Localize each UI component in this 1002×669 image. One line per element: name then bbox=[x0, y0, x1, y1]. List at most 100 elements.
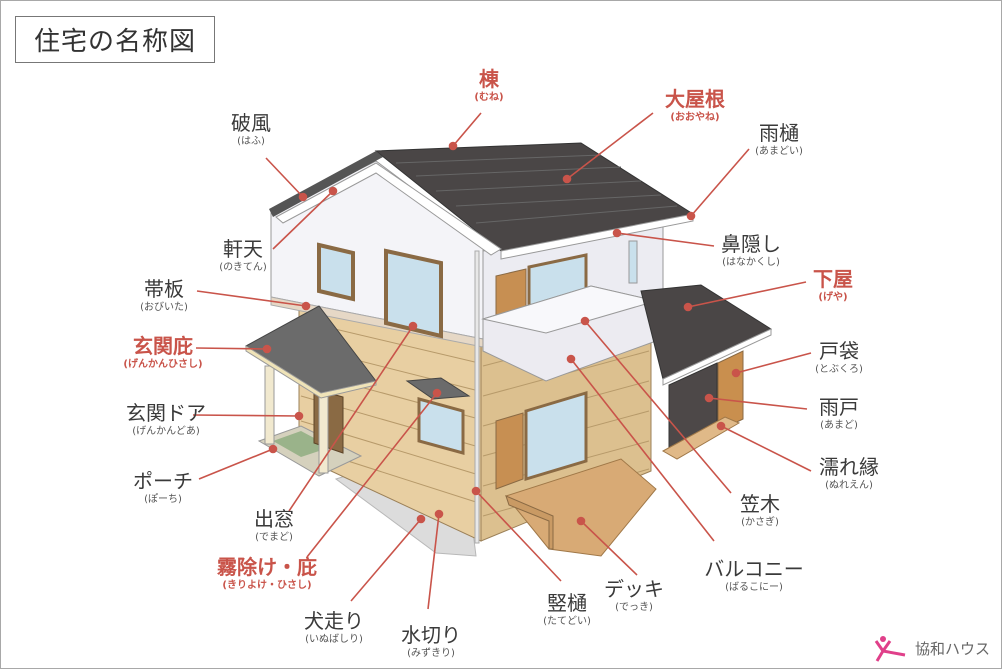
nokiten bbox=[275, 162, 502, 256]
label-name: 帯板 bbox=[144, 277, 184, 301]
leader-line-tatedoi bbox=[475, 490, 562, 582]
leader-line-genkandoor bbox=[192, 414, 300, 417]
label-reading: (あまどい) bbox=[755, 146, 803, 157]
leader-line-hanakakushi bbox=[616, 232, 715, 247]
logo: 協和ハウス bbox=[873, 633, 990, 663]
leader-dot-hanakakushi bbox=[612, 228, 622, 238]
label-nokiten: 軒天(のきてん) bbox=[219, 237, 267, 274]
leader-line-amadoi bbox=[690, 148, 750, 217]
leader-dot-amadoi bbox=[686, 211, 696, 221]
label-name: 雨樋 bbox=[759, 121, 799, 145]
label-name: 雨戸 bbox=[819, 395, 859, 419]
label-name: 笠木 bbox=[740, 492, 780, 516]
label-kasagi: 笠木(かさぎ) bbox=[740, 492, 780, 529]
label-name: 水切り bbox=[401, 623, 461, 647]
leader-line-deck bbox=[580, 520, 638, 576]
label-deck: デッキ(でっき) bbox=[604, 577, 664, 614]
label-reading: (いぬばしり) bbox=[305, 634, 363, 645]
leader-dot-porch bbox=[268, 444, 278, 454]
leader-dot-deck bbox=[576, 516, 586, 526]
leader-dot-kasagi bbox=[580, 316, 590, 326]
leader-line-nureen bbox=[720, 425, 812, 472]
label-reading: (でっき) bbox=[615, 602, 653, 613]
label-reading: (かさぎ) bbox=[741, 517, 779, 528]
label-tatedoi: 竪樋(たてどい) bbox=[543, 591, 591, 628]
leader-line-inubashiri bbox=[350, 518, 422, 602]
leader-dot-genkandoor bbox=[294, 411, 304, 421]
leader-line-obiita bbox=[196, 290, 307, 307]
kiriyoke-hisashi bbox=[405, 377, 471, 400]
living-door bbox=[495, 412, 524, 490]
label-name: 玄関ドア bbox=[126, 401, 206, 425]
label-reading: (あまど) bbox=[820, 420, 858, 431]
kyouwa-house-logo-mark bbox=[874, 636, 906, 662]
label-genkanhisashi: 玄関庇(げんかんひさし) bbox=[123, 334, 202, 371]
label-genkandoor: 玄関ドア(げんかんどあ) bbox=[126, 401, 206, 438]
label-name: 濡れ縁 bbox=[819, 455, 879, 479]
label-reading: (おおやね) bbox=[670, 112, 720, 123]
label-name: 玄関庇 bbox=[132, 334, 193, 358]
deck-rail bbox=[505, 495, 554, 550]
label-name: 軒天 bbox=[222, 237, 263, 261]
label-reading: (ばるこにー) bbox=[725, 582, 783, 593]
hafu-board bbox=[269, 151, 383, 217]
label-reading: (ぽーち) bbox=[144, 494, 182, 505]
porch-mat bbox=[273, 431, 331, 457]
leader-dot-mune bbox=[448, 141, 458, 151]
label-name: デッキ bbox=[604, 577, 664, 601]
leader-line-kiriyoke bbox=[306, 392, 438, 558]
leader-line-balcony bbox=[570, 358, 715, 542]
leader-line-genkanhisashi bbox=[195, 347, 268, 350]
label-name: 破風 bbox=[231, 111, 271, 135]
upper-windows bbox=[317, 240, 638, 339]
label-reading: (みずきり) bbox=[407, 648, 455, 659]
page-title: 住宅の名称図 bbox=[15, 16, 215, 63]
deck bbox=[505, 458, 657, 557]
label-name: 霧除け・庇 bbox=[217, 555, 317, 579]
label-demado: 出窓(でまど) bbox=[254, 507, 294, 544]
label-mizukiri: 水切り(みずきり) bbox=[401, 623, 461, 660]
label-name: 大屋根 bbox=[665, 87, 725, 111]
leader-dot-nureen bbox=[716, 421, 726, 431]
leader-dot-tatedoi bbox=[471, 486, 481, 496]
logo-text: 協和ハウス bbox=[915, 639, 991, 658]
label-hanakakushi: 鼻隠し(はなかくし) bbox=[721, 232, 781, 269]
leader-dot-ooyane bbox=[562, 174, 572, 184]
leader-dot-tobukuro bbox=[731, 368, 741, 378]
label-reading: (でまど) bbox=[255, 532, 293, 543]
label-name: 下屋 bbox=[813, 267, 853, 291]
leader-dot-obiita bbox=[301, 301, 311, 311]
geya-gutter bbox=[662, 328, 772, 386]
label-name: 犬走り bbox=[304, 609, 364, 633]
label-reading: (げや) bbox=[818, 292, 848, 303]
label-amado: 雨戸(あまど) bbox=[819, 395, 859, 432]
leader-dot-kiriyoke bbox=[432, 388, 442, 398]
label-reading: (おびいた) bbox=[140, 302, 188, 313]
tatedoi-pipe bbox=[474, 250, 480, 544]
leader-line-hafu bbox=[265, 157, 304, 198]
leader-dot-geya bbox=[683, 302, 693, 312]
label-name: 戸袋 bbox=[819, 339, 859, 363]
leader-line-amado bbox=[708, 397, 808, 410]
label-name: 出窓 bbox=[254, 507, 294, 531]
leader-dot-genkanhisashi bbox=[262, 344, 272, 354]
label-reading: (とぶくろ) bbox=[815, 364, 863, 375]
label-reading: (げんかんひさし) bbox=[123, 359, 203, 370]
leader-dot-hafu bbox=[298, 192, 308, 202]
label-geya: 下屋(げや) bbox=[813, 267, 853, 304]
label-reading: (ぬれえん) bbox=[825, 480, 873, 491]
leader-dot-balcony bbox=[566, 354, 576, 364]
hanakakushi bbox=[500, 213, 694, 260]
genkan-hisashi-edge bbox=[245, 345, 377, 399]
label-name: 棟 bbox=[478, 67, 499, 91]
living-window bbox=[524, 390, 588, 482]
leader-line-mizukiri bbox=[427, 513, 440, 610]
label-nureen: 濡れ縁(ぬれえん) bbox=[819, 455, 879, 492]
leader-line-geya bbox=[687, 281, 807, 308]
leader-line-mune bbox=[452, 112, 482, 147]
leader-dot-inubashiri bbox=[416, 514, 426, 524]
leader-line-demado bbox=[288, 325, 414, 512]
label-balcony: バルコニー(ばるこにー) bbox=[704, 557, 804, 594]
